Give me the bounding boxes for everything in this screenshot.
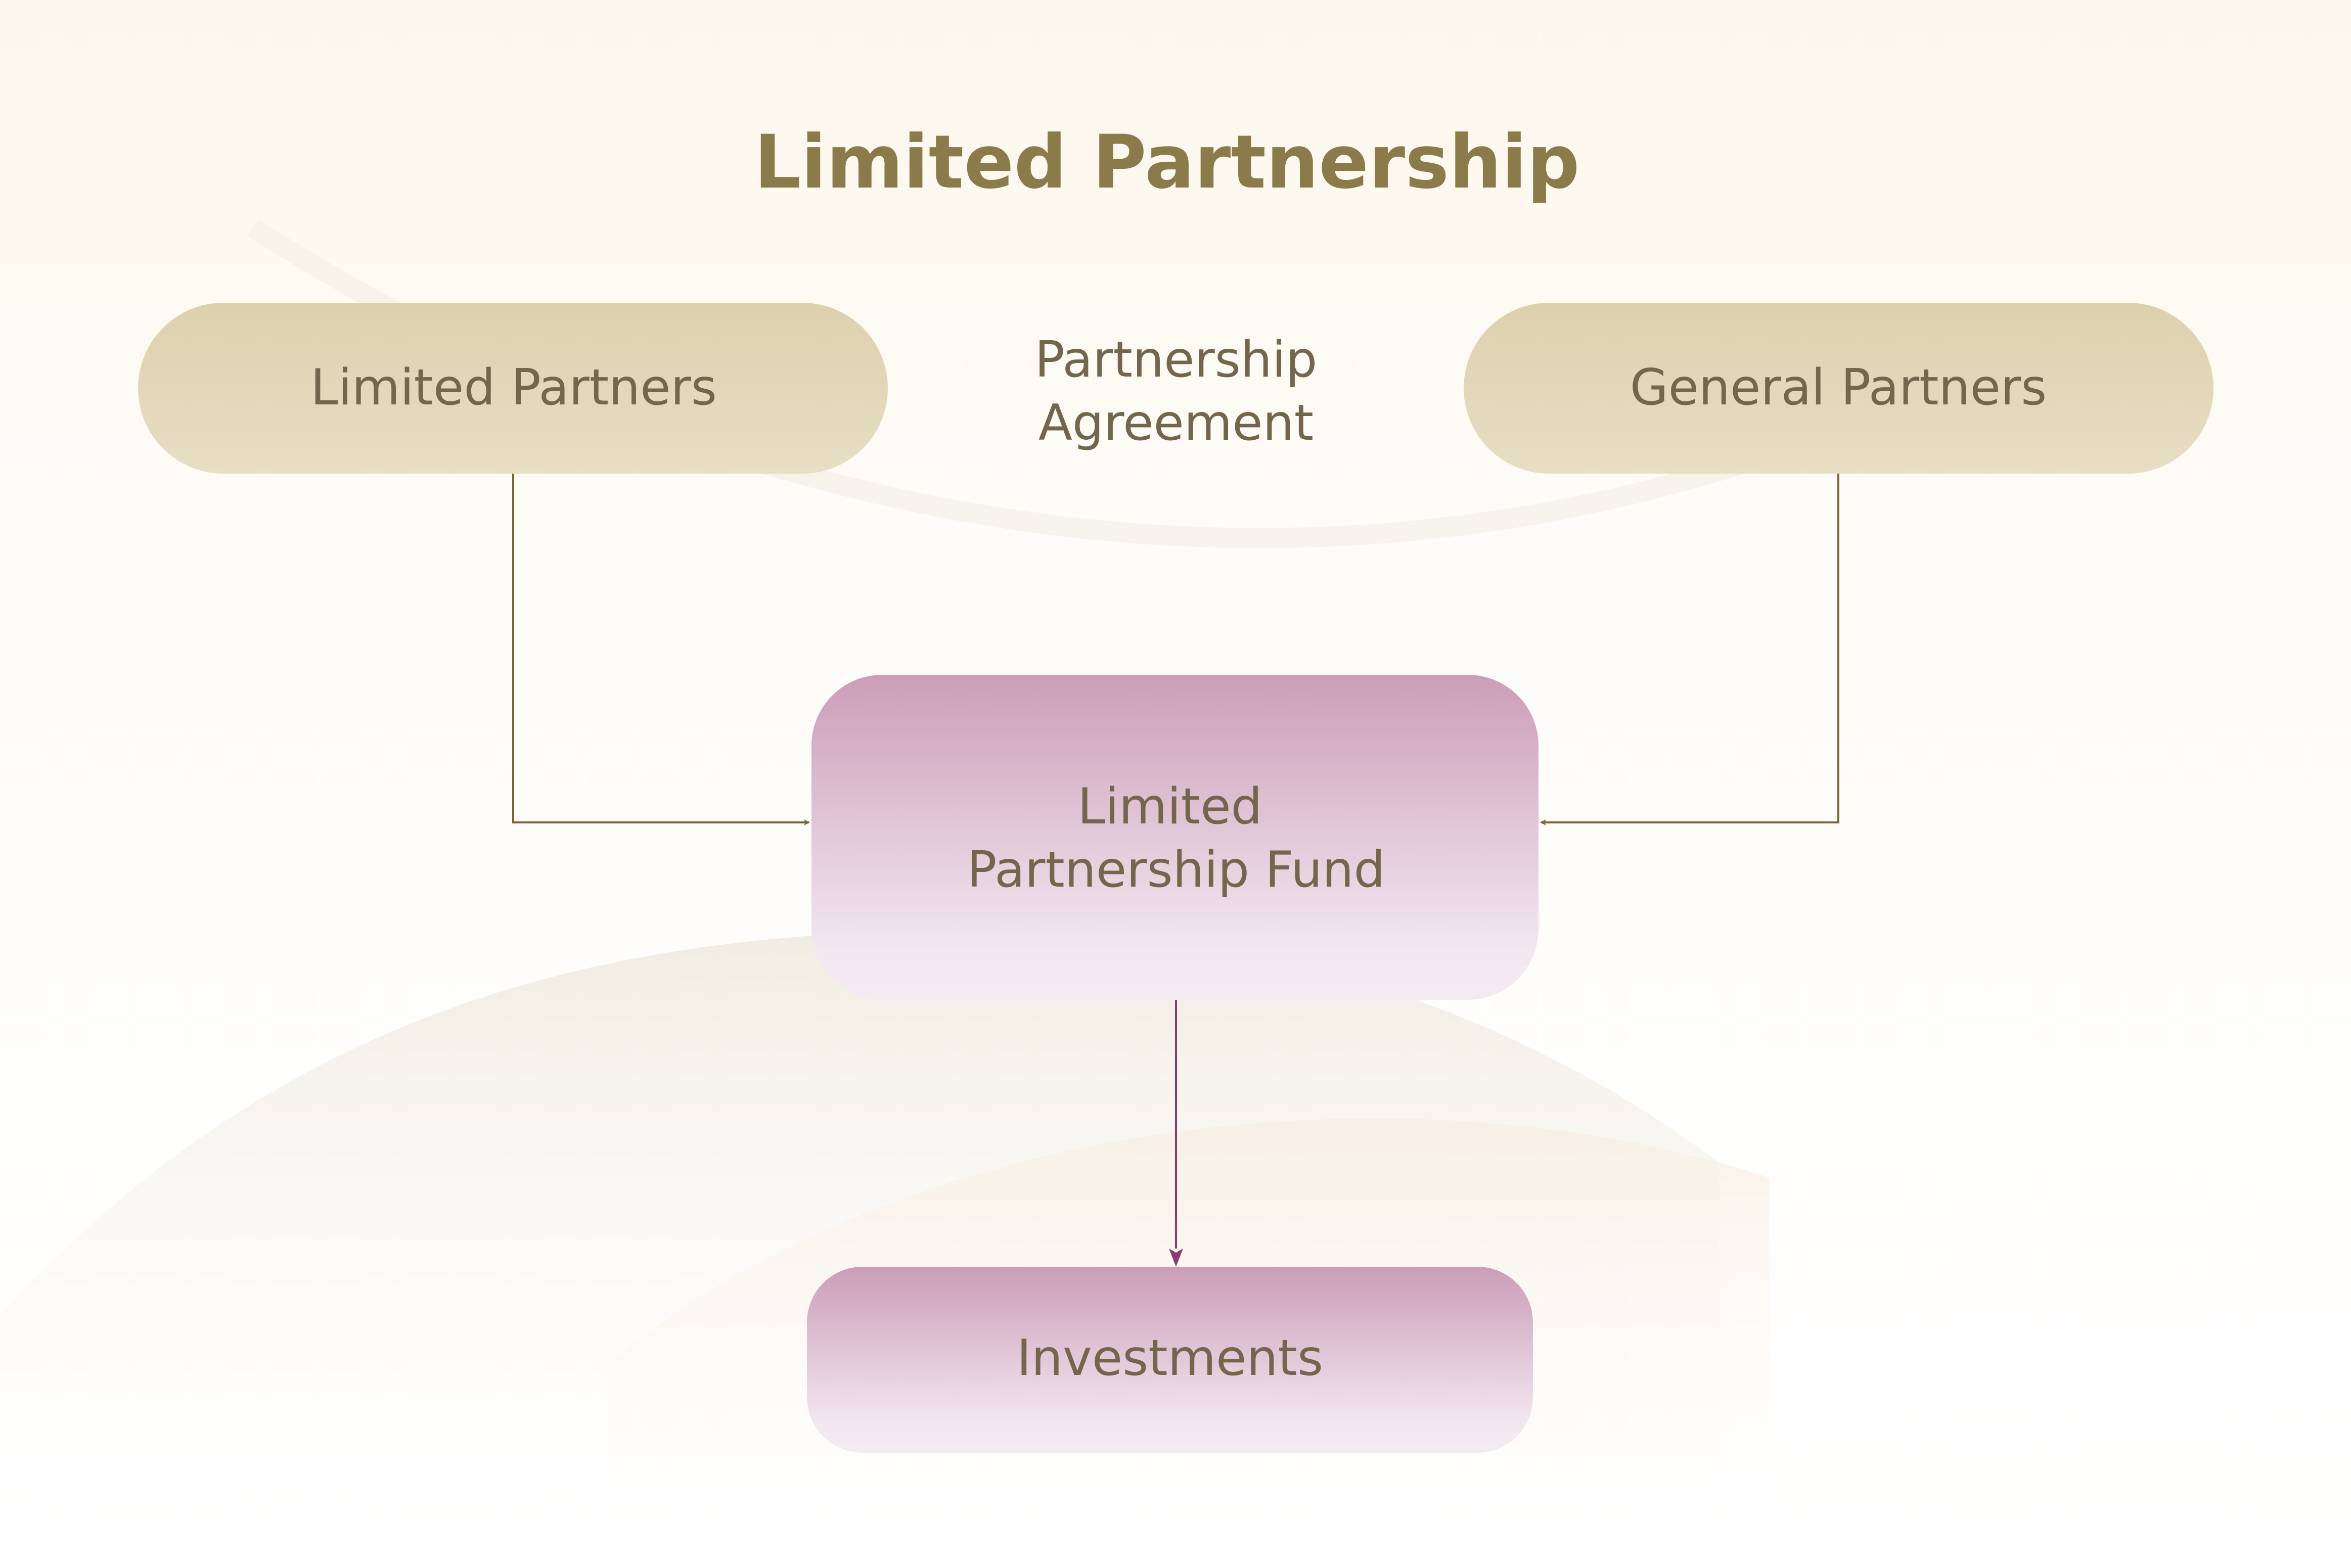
connector-general-partners-to-fund [1540, 474, 1839, 825]
node-label: Limited [1077, 778, 1262, 836]
node-label: Partnership Fund [967, 841, 1385, 899]
node-label: Agreement [1038, 394, 1314, 452]
node-label: Limited Partners [310, 359, 717, 417]
node-label: General Partners [1630, 359, 2047, 417]
diagram-title: Limited Partnership [754, 119, 1579, 205]
node-partnership-agreement: Partnership Agreement [1035, 331, 1318, 452]
node-investments: Investments [807, 1267, 1533, 1453]
node-limited-partnership-fund: Limited Partnership Fund [811, 675, 1539, 1000]
node-label: Partnership [1035, 331, 1318, 389]
node-label: Investments [1017, 1329, 1323, 1387]
connector-limited-partners-to-fund [512, 474, 810, 825]
node-general-partners: General Partners [1464, 303, 2213, 474]
node-limited-partners: Limited Partners [138, 303, 888, 474]
arrowhead-icon [1169, 1249, 1183, 1267]
